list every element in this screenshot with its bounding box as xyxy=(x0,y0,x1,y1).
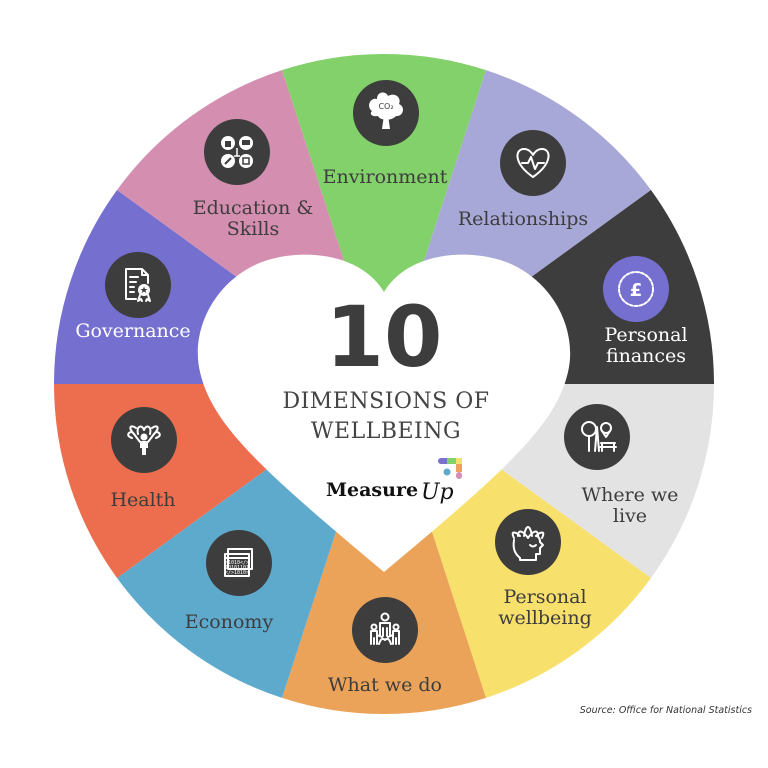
measure-up-logo: Measure Up xyxy=(326,458,462,505)
source-note: Source: Office for National Statistics xyxy=(579,705,752,716)
brand-mark-icon xyxy=(438,458,462,479)
brand-name: Measure xyxy=(326,479,418,501)
certificate-document-icon xyxy=(105,252,171,318)
mind-lotus-icon xyxy=(495,509,561,575)
segment-label: Environment xyxy=(323,166,448,188)
lotus-person-icon xyxy=(111,407,177,473)
pound-coin-icon: £ xyxy=(603,256,669,322)
segment-label: Education & xyxy=(193,197,314,219)
svg-text:£: £ xyxy=(630,280,643,301)
svg-text:<1010</>: <1010</> xyxy=(225,560,249,566)
park-location-icon xyxy=(564,404,630,470)
segment-label: Skills xyxy=(227,218,280,240)
segment-label: Relationships xyxy=(458,208,588,230)
svg-text:</>1010>: </>1010> xyxy=(225,570,249,576)
code-windows-icon: <1010</>10101101</>1010> xyxy=(206,530,272,596)
segment-label: Where we xyxy=(582,484,679,506)
svg-text:CO₂: CO₂ xyxy=(378,102,393,111)
segment-environment xyxy=(282,54,486,384)
segment-label: Health xyxy=(110,489,175,511)
heart-pulse-icon xyxy=(500,130,566,196)
segment-label: Personal xyxy=(604,324,687,346)
center-heart xyxy=(197,254,571,572)
svg-text:10101101: 10101101 xyxy=(225,565,249,571)
title-number: 10 xyxy=(326,288,443,386)
brand-suffix: Up xyxy=(421,480,454,505)
segment-label: wellbeing xyxy=(498,607,592,629)
segment-label: Economy xyxy=(185,611,274,633)
segment-label: Governance xyxy=(75,320,190,342)
skills-icon xyxy=(204,119,270,185)
people-activity-icon xyxy=(352,597,418,663)
title-line2: WELLBEING xyxy=(311,419,461,444)
segment-label: live xyxy=(613,505,647,527)
segment-label: What we do xyxy=(328,674,442,696)
segment-label: finances xyxy=(606,345,686,367)
title-line1: DIMENSIONS OF xyxy=(282,389,489,414)
segment-label: Personal xyxy=(503,586,586,608)
tree-co2-icon: CO₂ xyxy=(353,80,419,146)
